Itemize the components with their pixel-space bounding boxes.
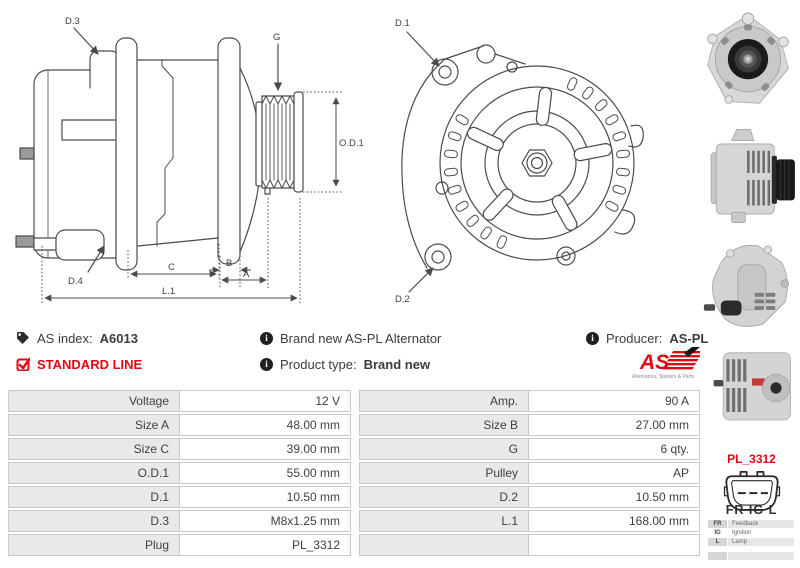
logo-as-text: AS — [639, 351, 669, 374]
tag-icon — [17, 332, 29, 344]
standard-line-row: STANDARD LINE — [16, 356, 142, 372]
info-icon: i — [260, 331, 273, 345]
spec-label: Plug — [8, 534, 180, 556]
plug-legend-empty-row — [708, 552, 794, 560]
plug-pins-label: FR IG L — [725, 503, 778, 517]
dim-label-c: C — [168, 262, 175, 273]
as-index-row: AS index: A6013 — [16, 330, 138, 346]
dim-label-l1: L.1 — [162, 286, 175, 297]
spec-label: O.D.1 — [8, 462, 180, 484]
legend-row: L Lamp — [708, 538, 794, 546]
dim-label-b: B — [226, 258, 232, 269]
legend-pin: FR — [708, 520, 727, 528]
legend-pin: L — [708, 538, 727, 546]
brand-logo: AS Alternators, Starters & Parts — [632, 347, 700, 380]
brand-new-text: Brand new AS-PL Alternator — [280, 330, 442, 346]
product-type-label: Product type: — [280, 356, 357, 372]
info-icon: i — [586, 331, 599, 345]
spec-value: 168.00 mm — [529, 510, 700, 532]
front-view-technical-drawing: D.1 D.2 — [395, 18, 644, 305]
spec-label: Size C — [8, 438, 180, 460]
as-index-label: AS index: — [37, 330, 93, 346]
spec-value: 55.00 mm — [180, 462, 351, 484]
spec-value: 10.50 mm — [529, 486, 700, 508]
spec-value: 10.50 mm — [180, 486, 351, 508]
product-photo-front[interactable] — [700, 4, 796, 120]
brand-new-row: i Brand new AS-PL Alternator — [260, 330, 441, 346]
spec-table: Voltage 12 V Amp. 90 A Size A 48.00 mm S… — [8, 390, 700, 556]
info-icon: i — [260, 357, 273, 371]
producer-label: Producer: — [606, 330, 663, 346]
product-photo-side-2[interactable] — [712, 340, 800, 436]
spec-label: Amp. — [359, 390, 529, 412]
dim-label-g: G — [273, 32, 280, 43]
spec-value: 12 V — [180, 390, 351, 412]
legend-pin: IG — [708, 529, 727, 537]
spec-value: 27.00 mm — [529, 414, 700, 436]
spec-label: G — [359, 438, 529, 460]
dim-label-od1: O.D.1 — [339, 138, 364, 149]
legend-desc: Feedback — [728, 520, 794, 528]
spec-value: PL_3312 — [180, 534, 351, 556]
product-photo-side[interactable] — [706, 122, 800, 230]
legend-desc: Lamp — [728, 538, 794, 546]
legend-row: IG Ignition — [708, 529, 794, 537]
dim-label-d1: D.1 — [395, 18, 410, 29]
dim-label-a: A — [243, 269, 250, 280]
logo-tagline: Alternators, Starters & Parts — [632, 374, 695, 380]
spec-label: Size A — [8, 414, 180, 436]
dim-label-d3: D.3 — [65, 16, 80, 27]
product-type-value: Brand new — [363, 356, 431, 372]
spec-label — [359, 534, 529, 556]
plug-legend: FR Feedback IG Ignition L Lamp — [708, 520, 794, 561]
standard-line-label: STANDARD LINE — [37, 356, 143, 372]
spec-label: Voltage — [8, 390, 180, 412]
spec-label: D.3 — [8, 510, 180, 532]
dim-label-d4: D.4 — [68, 276, 83, 287]
spec-value: 90 A — [529, 390, 700, 412]
spec-label: Size B — [359, 414, 529, 436]
side-view-technical-drawing: D.3 G O.D.1 D.4 C B A L.1 — [15, 16, 364, 304]
spec-value — [529, 534, 700, 556]
spec-value: 6 qty. — [529, 438, 700, 460]
spec-label: D.2 — [359, 486, 529, 508]
spec-label: L.1 — [359, 510, 529, 532]
producer-row: i Producer: AS-PL — [586, 330, 708, 346]
spec-value: AP — [529, 462, 700, 484]
dim-label-d2: D.2 — [395, 294, 410, 305]
checkbox-checked-icon — [16, 357, 30, 371]
spec-value: 48.00 mm — [180, 414, 351, 436]
product-photo-rear[interactable] — [702, 232, 796, 336]
spec-label: D.1 — [8, 486, 180, 508]
plug-connector-drawing — [723, 470, 781, 511]
legend-row: FR Feedback — [708, 520, 794, 528]
spec-value: 39.00 mm — [180, 438, 351, 460]
spec-label: Pulley — [359, 462, 529, 484]
producer-value: AS-PL — [669, 330, 709, 346]
spec-value: M8x1.25 mm — [180, 510, 351, 532]
as-index-value: A6013 — [99, 330, 138, 346]
plug-code-link[interactable]: PL_3312 — [727, 452, 776, 466]
legend-desc: Ignition — [728, 529, 794, 537]
product-type-row: i Product type: Brand new — [260, 356, 430, 372]
